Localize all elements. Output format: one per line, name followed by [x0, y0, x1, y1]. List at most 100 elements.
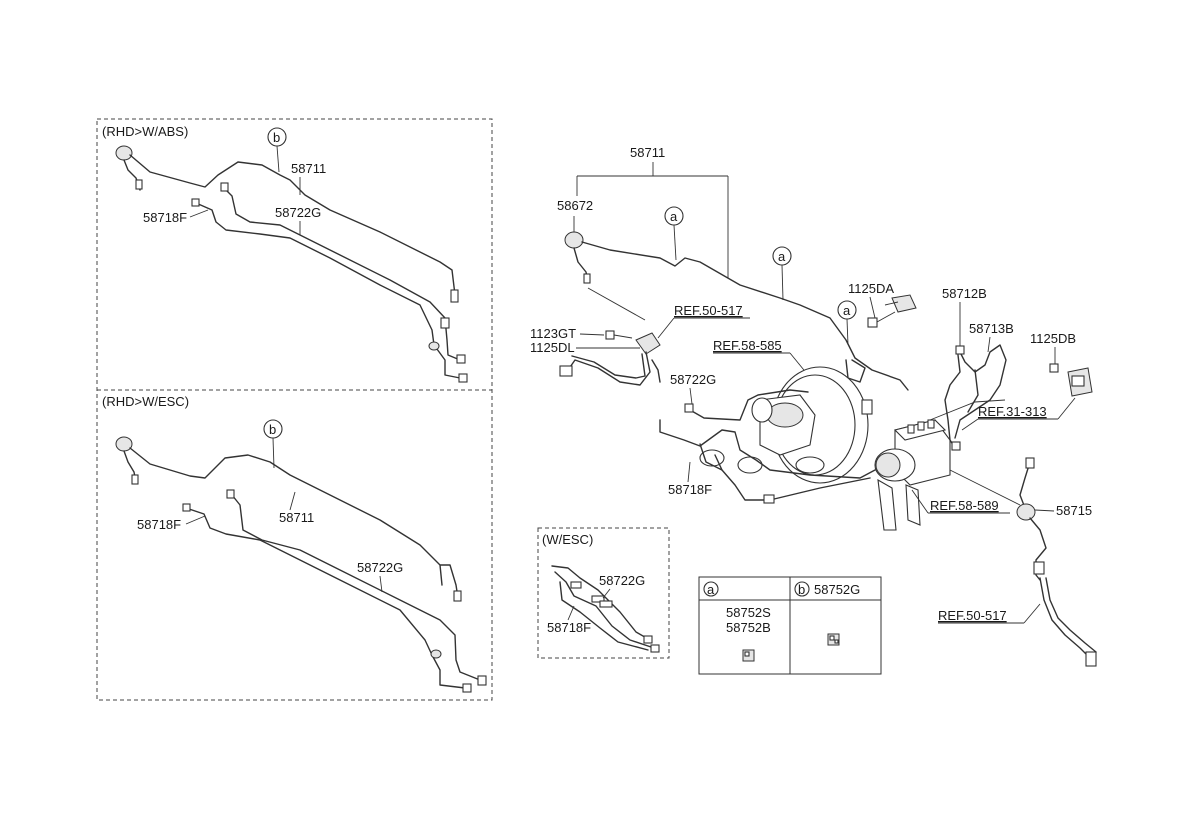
label-58722g: 58722G [670, 372, 716, 387]
callout-a-text: a [843, 303, 851, 318]
pipe-extra [559, 581, 649, 651]
fitting-icon [115, 436, 133, 452]
brake-booster [751, 366, 873, 484]
ref-50-517-bottom: REF.50-517 [938, 608, 1007, 623]
nut-icon [650, 644, 660, 653]
nut-icon [440, 317, 450, 329]
callout-b-text: b [269, 422, 276, 437]
pipe-58711 [581, 241, 909, 391]
nut-icon [226, 489, 235, 499]
main-assembly: 58711 58672 a a a [530, 145, 1097, 667]
panel-title-rhd-esc: (RHD>W/ESC) [102, 394, 189, 409]
pipe-58712b [954, 344, 1007, 439]
clip-58752s-icon [742, 649, 755, 662]
pipe-coil [699, 449, 725, 467]
pipe-58711 [129, 154, 456, 296]
label-58672: 58672 [557, 198, 593, 213]
pipe-58722g [551, 565, 651, 641]
callout-a-text: a [670, 209, 678, 224]
union-icon [591, 595, 605, 603]
panel-title-w-esc: (W/ESC) [542, 532, 593, 547]
nut-icon [643, 635, 653, 644]
clip-58752g-icon [827, 633, 840, 646]
label-58722g: 58722G [599, 573, 645, 588]
union-icon [599, 600, 613, 608]
pipe-lower [721, 469, 871, 501]
nut-icon [458, 373, 468, 383]
legend-b-text: b [798, 582, 805, 597]
ref-58-585: REF.58-585 [713, 338, 782, 353]
legend-a-part1: 58752S [726, 605, 771, 620]
ref-31-313: REF.31-313 [978, 404, 1047, 419]
nut-icon [135, 179, 143, 190]
hose-end-icon [559, 365, 573, 377]
label-58718f: 58718F [668, 482, 712, 497]
fitting-icon [115, 145, 133, 161]
nut-icon [191, 198, 200, 207]
pipe-loop [845, 359, 866, 383]
label-58711: 58711 [630, 145, 665, 160]
legend-b-part: 58752G [814, 582, 860, 597]
legend-a-text: a [707, 582, 715, 597]
bolt-1125db-icon [1049, 363, 1059, 373]
legend-table: a b 58752G 58752S 58752B [698, 576, 882, 675]
label-58711: 58711 [279, 510, 314, 525]
nut-icon [951, 441, 961, 451]
bolt-1123gt-icon [605, 330, 633, 340]
nut-icon [450, 289, 459, 303]
legend-a-marker [703, 581, 719, 597]
callout-b-text: b [273, 130, 280, 145]
label-58718f: 58718F [137, 517, 181, 532]
label-58712b: 58712B [942, 286, 987, 301]
label-58718f: 58718F [143, 210, 187, 225]
nut-icon [220, 182, 229, 192]
pipe-58718f [185, 507, 466, 689]
nut-icon [182, 503, 191, 512]
pipe-58722g [231, 494, 481, 681]
label-58722g: 58722G [357, 560, 403, 575]
ref-58-589: REF.58-589 [930, 498, 999, 513]
hose-58715 [949, 457, 1097, 667]
label-1125db: 1125DB [1030, 331, 1076, 346]
union-icon [570, 581, 582, 589]
nut-icon [477, 675, 487, 686]
callout-a-text: a [778, 249, 786, 264]
nut-icon [131, 474, 139, 485]
clip-icon [428, 341, 440, 351]
clip-icon [430, 649, 442, 659]
panel-rhd-abs: (RHD>W/ABS) b 58711 58718F 58722G [102, 124, 468, 383]
pipe-58718f [554, 571, 655, 649]
proportioning-valve-icon [1067, 367, 1093, 397]
legend-a-part2: 58752B [726, 620, 771, 635]
pipe-58713b [944, 354, 961, 449]
nut-icon [453, 590, 462, 602]
nut-icon [456, 354, 466, 364]
pipe-58722g [223, 187, 461, 361]
panel-w-esc: (W/ESC) 58722G 58718F [537, 527, 670, 659]
label-1125da: 1125DA [848, 281, 894, 296]
label-58713b: 58713B [969, 321, 1014, 336]
label-58711: 58711 [291, 161, 326, 176]
ref-50-517-top: REF.50-517 [674, 303, 743, 318]
nut-icon [763, 494, 775, 504]
pipe-58718f [659, 419, 876, 479]
nut-icon [583, 273, 591, 284]
grommet-icon [1016, 503, 1036, 521]
pipe-58718f [195, 202, 461, 379]
pipe-coil [737, 456, 763, 474]
label-58718f: 58718F [547, 620, 591, 635]
legend-b-marker [794, 581, 810, 597]
rhd-panels-frame [96, 118, 493, 701]
bolt-1125da-icon [867, 294, 917, 328]
nut-icon [955, 345, 965, 355]
nut-icon [462, 683, 472, 693]
hydraulic-unit [874, 419, 951, 531]
nut-icon [684, 403, 694, 413]
pipe-58722g [689, 389, 809, 421]
fitting-58672-icon [564, 231, 584, 249]
label-58715: 58715 [1056, 503, 1092, 518]
hose-bracket [559, 332, 661, 386]
label-58722g: 58722G [275, 205, 321, 220]
panel-title-rhd-abs: (RHD>W/ABS) [102, 124, 188, 139]
